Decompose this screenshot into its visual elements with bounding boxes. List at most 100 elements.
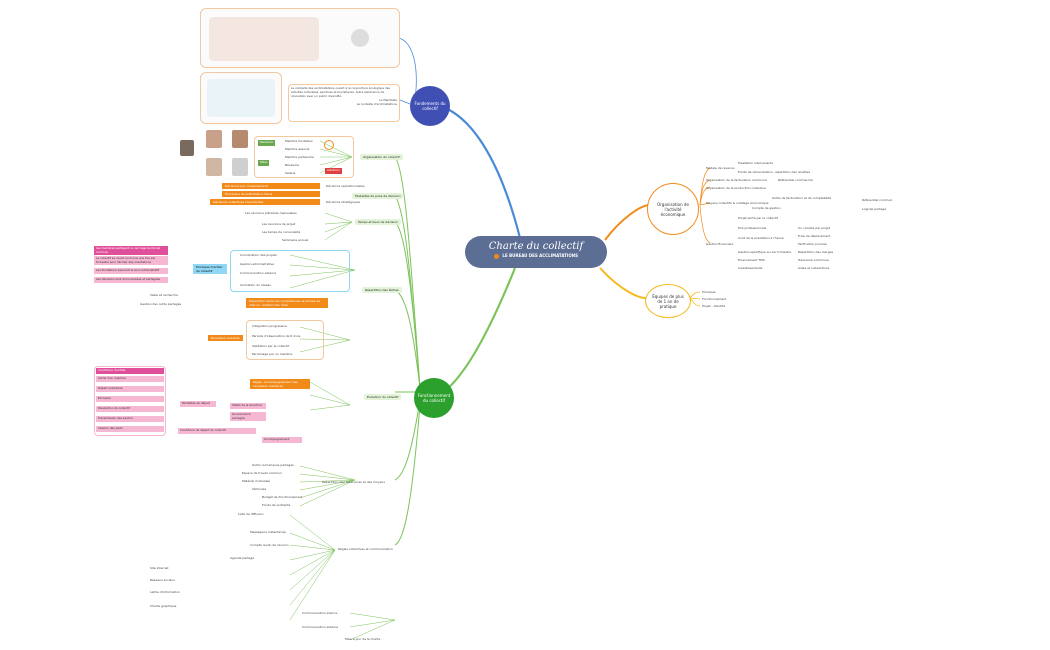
- temps-leaf-1: Les réunions plénières mensuelles: [245, 211, 297, 215]
- comm-leaf-8: Charte graphique: [150, 604, 177, 608]
- org-box: [254, 136, 354, 178]
- org-item-5: Gestion financière: [706, 242, 734, 246]
- topic-equipes[interactable]: Équipes de plus de 1 an de pratique: [645, 284, 691, 318]
- fondements-text: Le contexte des acclimatations ouvert à …: [291, 86, 390, 98]
- pink-mid-label[interactable]: Modalités de départ: [180, 401, 216, 407]
- org-logo-icon: [324, 140, 334, 150]
- equipes-item-3: Projet - Identité: [702, 304, 726, 308]
- member-photo-3: [180, 140, 194, 156]
- pink-top-head: Les membres partagent un ancrage territo…: [94, 246, 168, 256]
- org-sub-11: Investissements: [738, 266, 763, 270]
- sketch-illustration: [209, 17, 319, 61]
- link-fonc-org: [394, 156, 421, 389]
- ressources-leaf-1: Outils numériques partagés: [252, 463, 294, 467]
- link-center-equipes: [599, 267, 651, 300]
- org-sub-2: Fonds de rémunération, répartition des r…: [738, 170, 811, 174]
- pink-top-3: Les décisions sont documentées et partag…: [94, 277, 168, 283]
- branch-organisation[interactable]: Organisation du collectif: [360, 154, 403, 160]
- pink-mid-1: Sortie d'un membre: [96, 376, 164, 382]
- pink-small-3: Accompagnement: [262, 437, 302, 443]
- branch-decision[interactable]: Modalités de prise de décision: [352, 193, 404, 199]
- org-sub-4: Outils de facturation et de comptabilité: [772, 196, 832, 200]
- sketch-map: [207, 79, 275, 117]
- branch-evolution[interactable]: Évolution du collectif: [364, 394, 402, 400]
- central-topic[interactable]: Charte du collectif LE BUREAU DES ACCLIM…: [465, 236, 607, 268]
- member-photo-1: [206, 130, 222, 148]
- fondements-link-2[interactable]: Le contexte d'acclimatations: [356, 102, 397, 107]
- comm-leaf-2: Messagerie instantanée: [250, 530, 286, 534]
- org-detail-7: Trésorerie commune: [798, 258, 829, 262]
- evolution-label[interactable]: Nouveaux entrants: [208, 335, 243, 341]
- org-sub-8: Coût de la prestation à l'heure: [738, 236, 784, 240]
- org-sub-10: Financement TMS: [738, 258, 765, 262]
- org-detail-5: Tarification journée: [798, 242, 827, 246]
- link-fonc-comm: [394, 404, 421, 546]
- org-item-2: Organisation de la facturation commune: [706, 178, 767, 182]
- temps-leaf-4: Séminaire annuel: [282, 238, 309, 242]
- decision-note-1: Décisions par consentement: [222, 183, 320, 189]
- evolution-leaf-2: Période d'observation de 6 mois: [252, 334, 301, 338]
- comm-leaf-1: Liste de diffusion: [238, 512, 264, 516]
- link-center-organisation: [604, 204, 651, 241]
- pink-top-2: Les fondateurs assurent le suivi adminis…: [94, 268, 168, 274]
- temps-leaf-3: Les temps de convivialité: [262, 230, 301, 234]
- comm-leaf-5: Site internet: [150, 566, 169, 570]
- pink-mid-head: Conditions d'entrée: [96, 368, 164, 374]
- branch-temps[interactable]: Temps et lieux de décision: [355, 219, 401, 225]
- pink-mid-5: Transmission des savoirs: [96, 416, 164, 422]
- topic-fondements[interactable]: Fondements du collectif: [410, 86, 450, 126]
- evolution-note: Règle - accompagnement des nouveaux memb…: [250, 379, 310, 389]
- sketch-thumbnail-2[interactable]: [200, 72, 282, 124]
- comm-bottom-1: Communication interne: [302, 611, 338, 615]
- org-detail-6: Répartition des marges: [798, 250, 834, 254]
- taches-leaf-4: Animation du réseau: [240, 283, 272, 287]
- taches-leaf-1: Coordination des projets: [240, 253, 277, 257]
- principes-label[interactable]: Principes d'action du collectif: [193, 264, 227, 274]
- branch-taches[interactable]: Répartition des tâches: [362, 287, 402, 293]
- org-leaf-5: Salarié: [285, 171, 296, 175]
- member-photo-2: [232, 130, 248, 148]
- topic-fonctionnement[interactable]: Fonctionnement du collectif: [414, 378, 454, 418]
- org-item-4: Moyens collectifs & outillage économique: [706, 201, 769, 205]
- org-detail-8: Aides et subventions: [798, 266, 830, 270]
- topic-fonctionnement-label: Fonctionnement du collectif: [417, 393, 451, 403]
- org-leaf-2: Membre associé: [285, 147, 310, 151]
- link-fondements-thumb1: [397, 37, 417, 101]
- taches-leaf-3: Communication externe: [240, 271, 277, 275]
- comm-leaf-6: Réseaux sociaux: [150, 578, 176, 582]
- badge-logo-icon: [494, 253, 500, 259]
- branch-ressources[interactable]: Répartition des ressources et des moyens: [322, 480, 385, 484]
- ressources-leaf-2: Espace de travail commun: [242, 471, 282, 475]
- topic-organisation-label: Organisation de l'activité économique: [657, 201, 689, 217]
- equipes-item-2: Fonctionnement: [702, 297, 727, 301]
- org-leaf-1: Membre fondateur: [285, 139, 313, 143]
- fondements-link-1[interactable]: Le Manifeste: [379, 98, 397, 103]
- decision-leaf-2: Décisions stratégiques: [326, 200, 361, 204]
- org-item-3: Organisation de la production collective: [706, 186, 766, 190]
- comm-leaf-4: Agenda partagé: [230, 556, 255, 560]
- evolution-box: [246, 320, 324, 360]
- sketch-thumbnail-1[interactable]: [200, 8, 400, 68]
- pink-mid-4: Dissolution du collectif: [96, 406, 164, 412]
- org-tag-3: Adhésion: [325, 168, 342, 174]
- org-leaf-3: Membre partenaire: [285, 155, 314, 159]
- pink-mid-2: Départ volontaire: [96, 386, 164, 392]
- branch-comm[interactable]: Règles collectives et communication: [338, 547, 393, 551]
- topic-organisation[interactable]: Organisation de l'activité économique: [647, 183, 699, 235]
- link-fondements-thumb2: [399, 99, 411, 105]
- org-detail-3: Un compte par projet: [798, 226, 831, 230]
- evolution-leaf-4: Parrainage par un membre: [252, 352, 293, 356]
- ressources-leaf-5: Budget de fonctionnement: [262, 495, 303, 499]
- org-detail-4: Frais de déplacement: [798, 234, 831, 238]
- evolution-leaf-1: Intégration progressive: [252, 324, 287, 328]
- fondements-text-box: Le contexte des acclimatations ouvert à …: [288, 84, 400, 122]
- topic-equipes-label: Équipes de plus de 1 an de pratique: [652, 293, 684, 309]
- org-sub-3: Référentiel commercial: [778, 178, 813, 182]
- link-center-fonctionnement: [431, 267, 517, 400]
- taches-note: Répartition selon les compétences et env…: [246, 298, 328, 308]
- org-tag-1: Membres: [258, 140, 275, 146]
- ressources-leaf-3: Matériel mutualisé: [242, 479, 270, 483]
- decision-note-2: Processus de sollicitation d'avis: [222, 191, 320, 197]
- link-fonc-ressources: [394, 399, 421, 481]
